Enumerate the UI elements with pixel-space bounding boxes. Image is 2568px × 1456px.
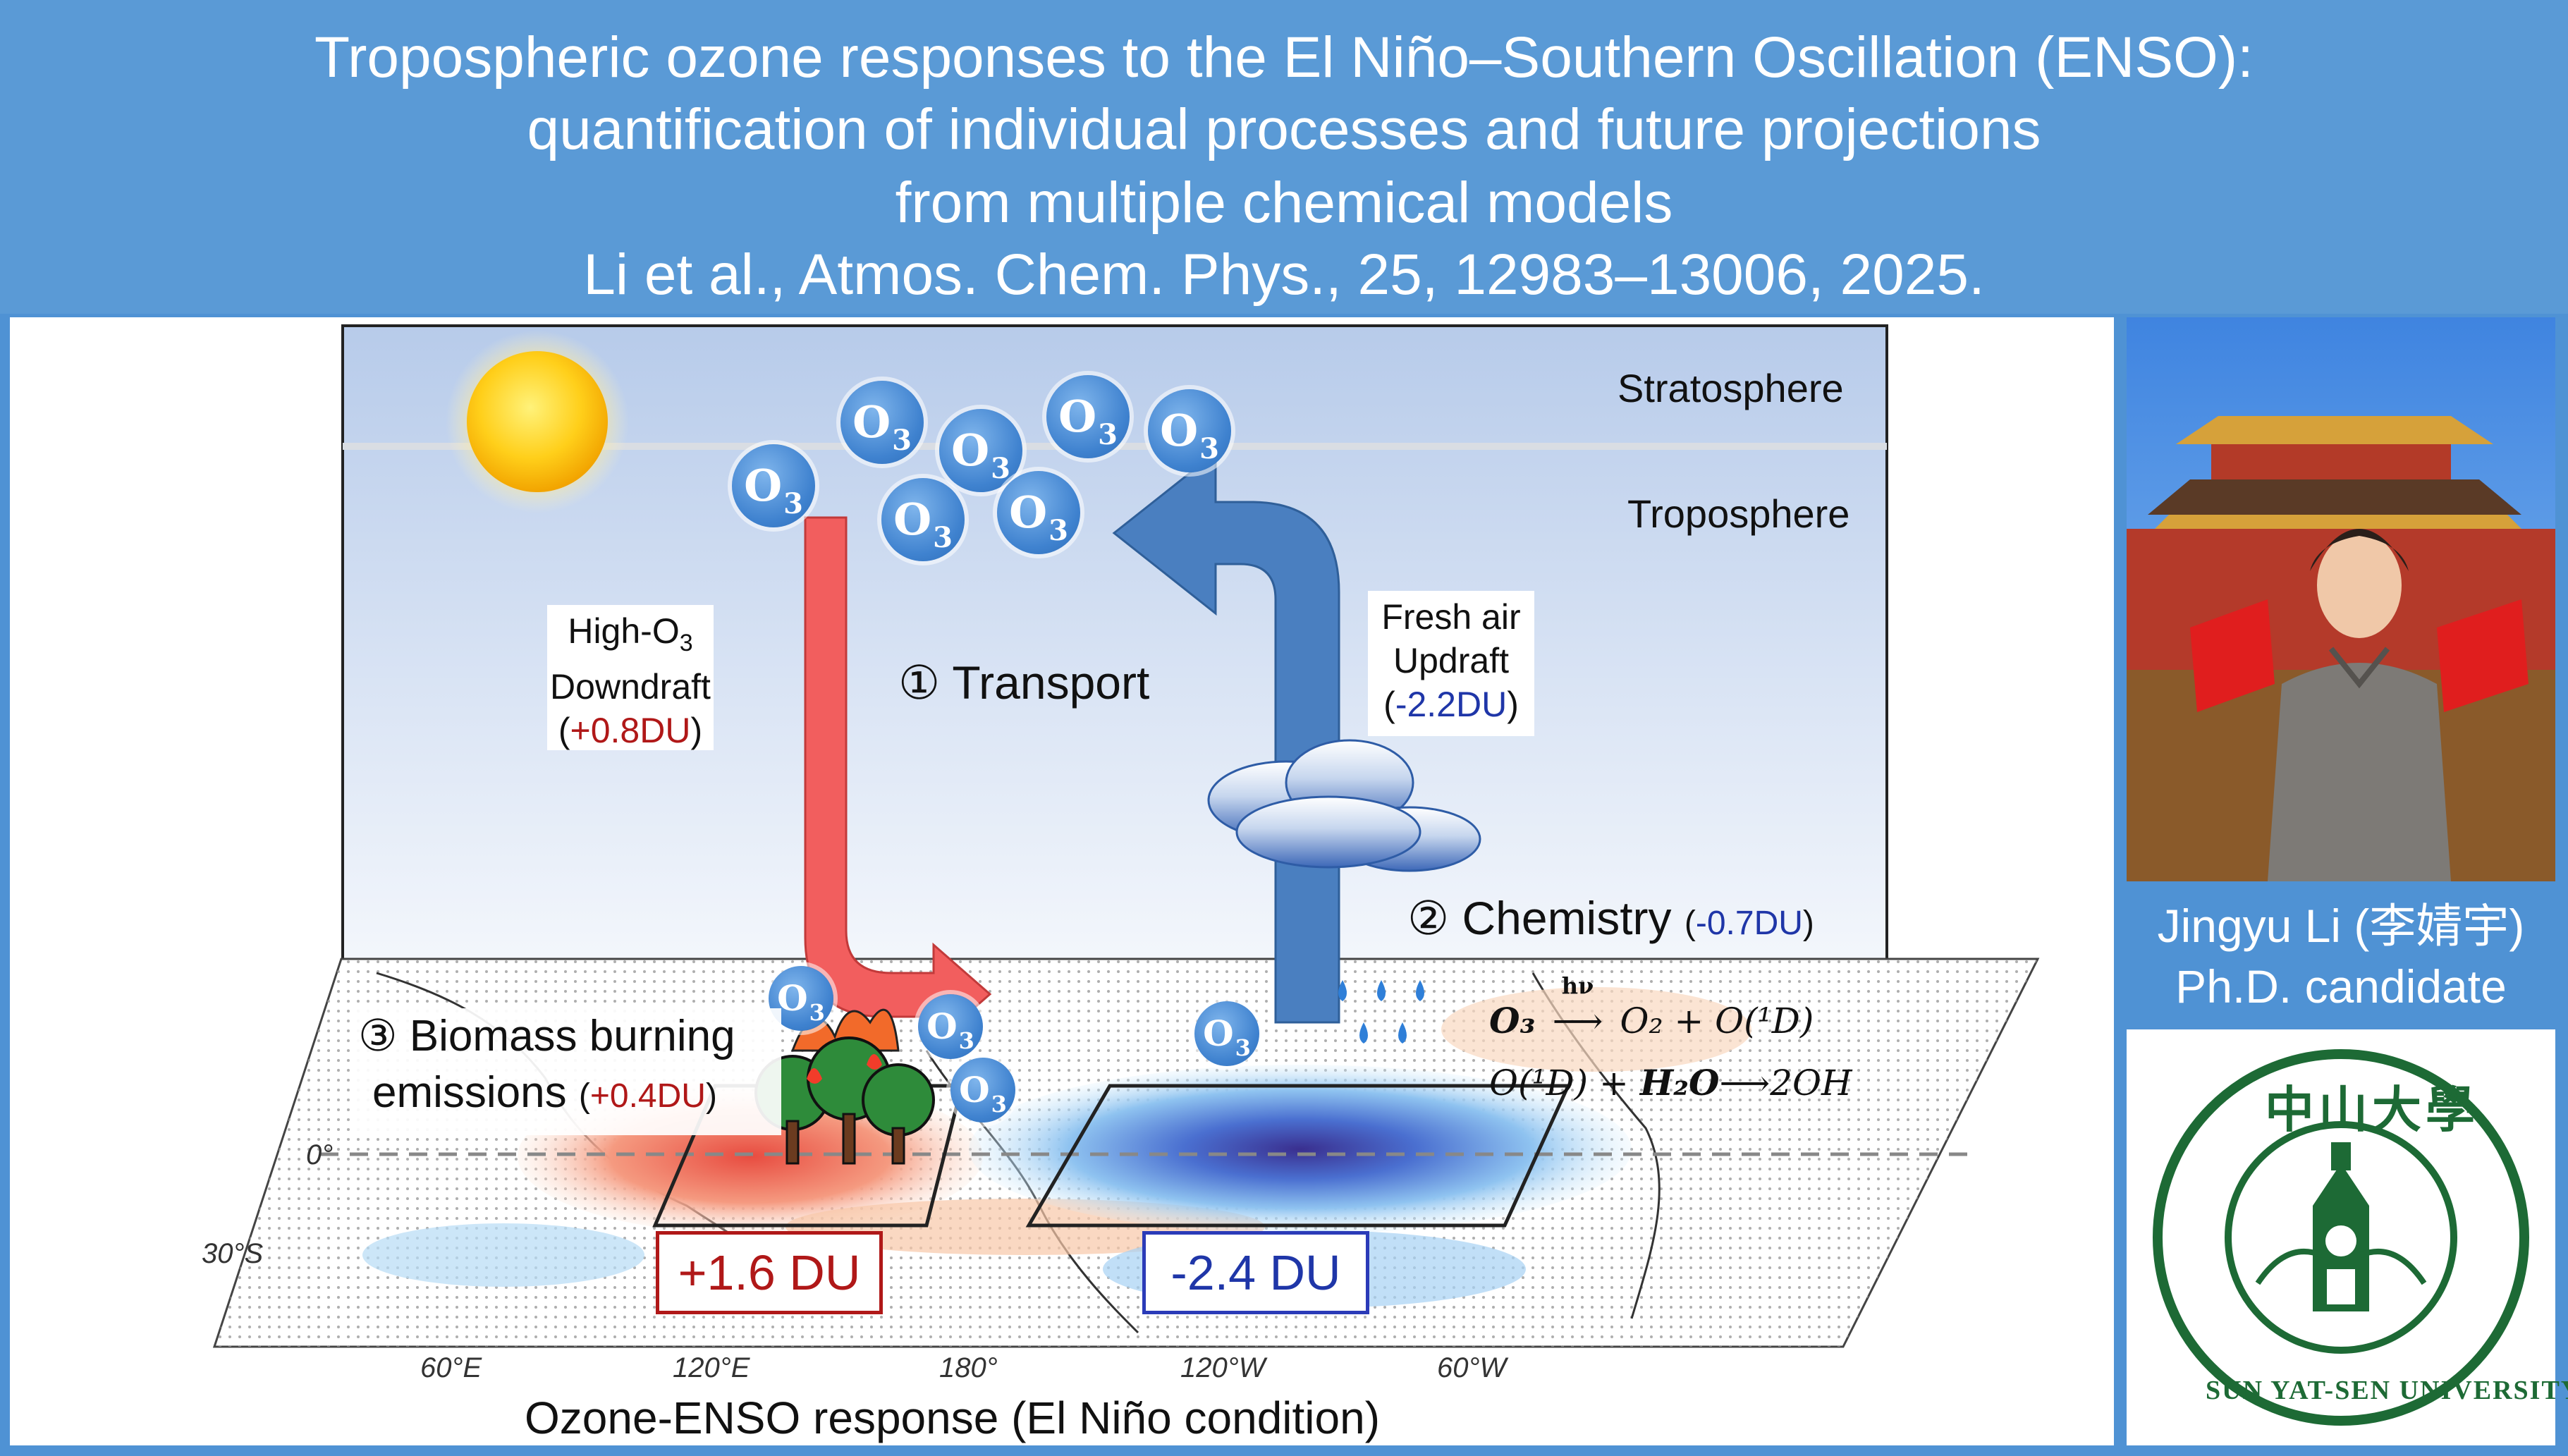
title-line-1: Tropospheric ozone responses to the El N… bbox=[314, 25, 2254, 90]
region-west-value: +1.6 DU bbox=[656, 1231, 883, 1314]
ozone-molecule: O3 bbox=[1046, 375, 1130, 458]
ozone-molecule: O3 bbox=[1148, 389, 1231, 472]
lon-label-60e: 60°E bbox=[420, 1352, 482, 1383]
ozone-molecule: O3 bbox=[997, 471, 1080, 554]
author-card: Jingyu Li (李婧宇) Ph.D. candidate bbox=[2127, 881, 2555, 1029]
lon-label-60w: 60°W bbox=[1437, 1352, 1507, 1383]
updraft-label: Fresh air Updraft (-2.2DU) bbox=[1368, 591, 1534, 736]
ozone-molecule: O3 bbox=[918, 994, 983, 1059]
raindrop-icons bbox=[1338, 980, 1424, 1044]
ozone-molecule: O3 bbox=[1194, 1001, 1259, 1066]
lat-label-30s: 30°S bbox=[202, 1238, 264, 1269]
author-name: Jingyu Li (李婧宇) bbox=[2157, 900, 2525, 952]
author-photo bbox=[2127, 317, 2555, 881]
updraft-value: -2.2DU bbox=[1395, 685, 1508, 724]
lon-label-180: 180° bbox=[939, 1352, 998, 1383]
author-role: Ph.D. candidate bbox=[2175, 960, 2507, 1013]
stratosphere-label: Stratosphere bbox=[1618, 366, 1844, 410]
lon-label-120w: 120°W bbox=[1180, 1352, 1266, 1383]
ozone-molecule: O3 bbox=[939, 409, 1022, 492]
downdraft-label: High-O3 Downdraft (+0.8DU) bbox=[547, 605, 714, 750]
ozone-molecule: O3 bbox=[840, 381, 924, 464]
chemistry-value: -0.7DU bbox=[1695, 905, 1803, 942]
title-line-2: quantification of individual processes a… bbox=[527, 97, 2041, 161]
ozone-molecule: O3 bbox=[881, 478, 965, 561]
cloud-icon bbox=[1207, 739, 1481, 872]
updraft-arrow bbox=[1112, 450, 1340, 1024]
logo-chinese-text: 中山大學 bbox=[2265, 1082, 2479, 1137]
hydroxyl-equation: O(¹D) + H₂O⟶2OH bbox=[1489, 1062, 1852, 1103]
biomass-value: +0.4DU bbox=[589, 1077, 706, 1115]
chemistry-label: ② Chemistry (-0.7DU) bbox=[1407, 892, 1814, 944]
logo-english-text: SUN YAT-SEN UNIVERSITY bbox=[2206, 1376, 2568, 1405]
downdraft-value: +0.8DU bbox=[570, 711, 691, 750]
region-east-box bbox=[1025, 1084, 1571, 1228]
title-line-3: from multiple chemical models bbox=[895, 171, 1673, 235]
transport-label: ① Transport bbox=[898, 656, 1150, 709]
logo-year: 1924 bbox=[2324, 1311, 2365, 1333]
university-logo: 中山大學 SUN YAT-SEN UNIVERSITY 1924 bbox=[2127, 1029, 2568, 1445]
schematic-panel: Stratosphere Troposphere O3 O3 O3 O3 O3 … bbox=[10, 317, 2114, 1445]
biomass-burning-label: ③ Biomass burning emissions (+0.4DU) bbox=[351, 1008, 781, 1135]
ozone-molecule: O3 bbox=[732, 444, 815, 527]
citation-line: Li et al., Atmos. Chem. Phys., 25, 12983… bbox=[583, 243, 1985, 307]
troposphere-label: Troposphere bbox=[1627, 491, 1850, 536]
figure-caption: Ozone-ENSO response (El Niño condition) bbox=[525, 1393, 1380, 1443]
ozone-molecule: O3 bbox=[950, 1058, 1015, 1122]
lon-label-120e: 120°E bbox=[673, 1352, 750, 1383]
sun-icon bbox=[446, 330, 629, 513]
negative-anomaly bbox=[969, 1065, 1632, 1234]
title-banner: Tropospheric ozone responses to the El N… bbox=[0, 0, 2568, 314]
region-east-value: -2.4 DU bbox=[1142, 1231, 1369, 1314]
lat-label-equator: 0° bbox=[306, 1139, 334, 1170]
